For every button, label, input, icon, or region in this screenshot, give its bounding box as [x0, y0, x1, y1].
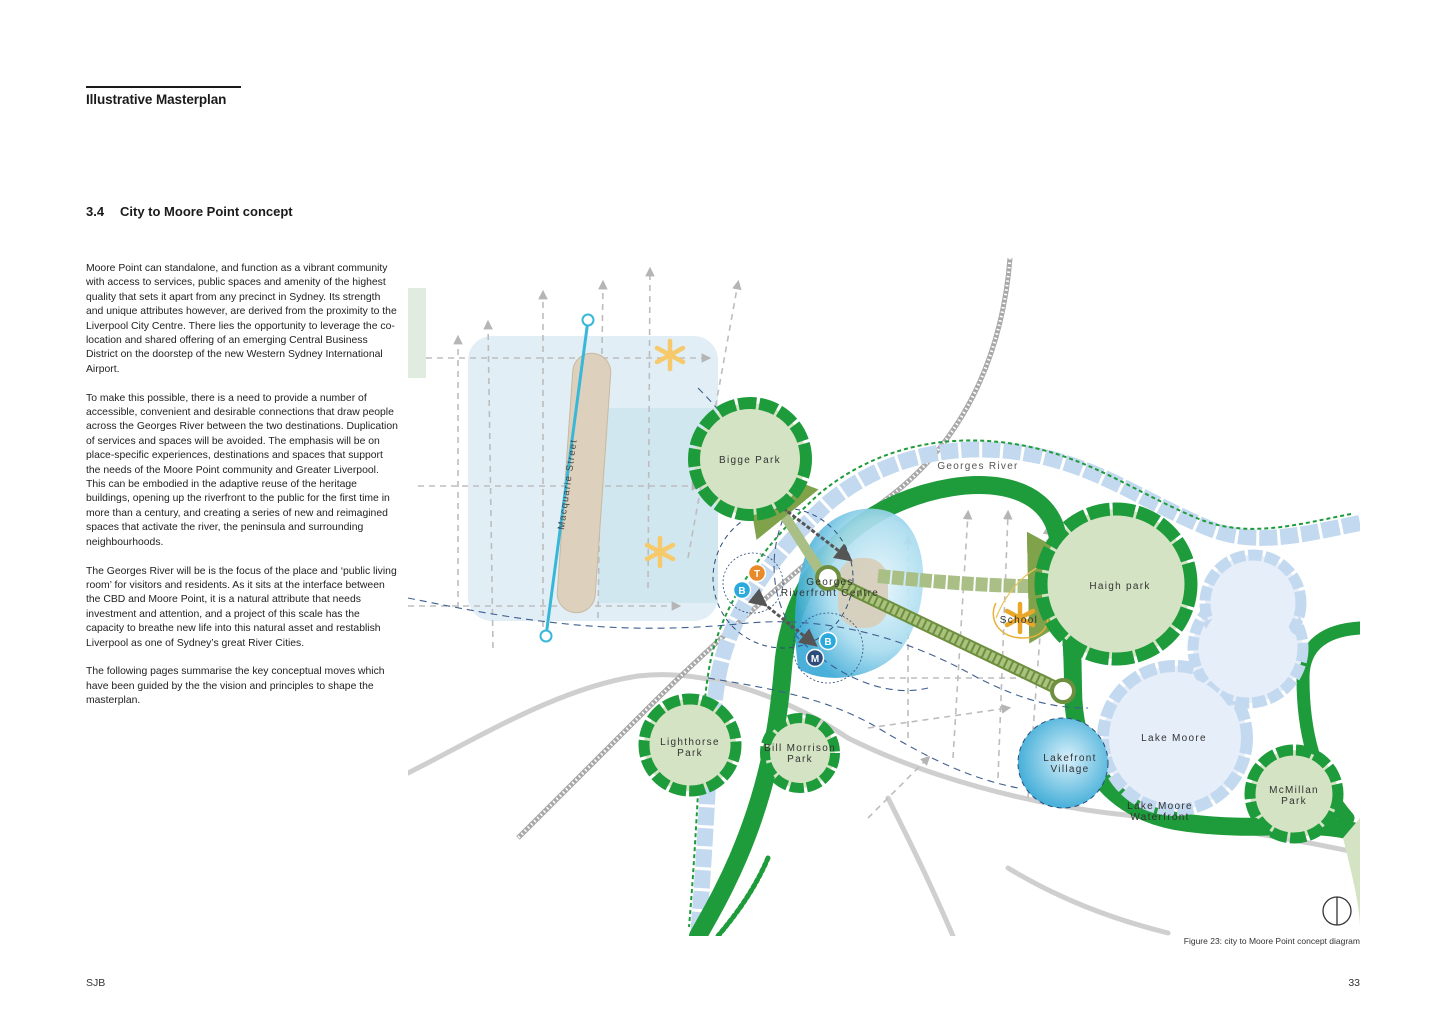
- park-haigh: [1034, 502, 1198, 666]
- body-paragraph: The Georges River will be is the focus o…: [86, 565, 397, 649]
- park-lighthorse: [638, 693, 742, 797]
- park-bill-morrison: [760, 713, 840, 793]
- figure-caption: Figure 23: city to Moore Point concept d…: [1183, 936, 1360, 946]
- label-lakefront-village-line1: Lakefront: [1043, 753, 1096, 764]
- green-wedge: [1343, 818, 1360, 928]
- label-haigh-park: Haigh park: [1089, 581, 1150, 592]
- page-number: 33: [1348, 977, 1360, 989]
- bus-icon: B: [818, 631, 838, 651]
- railway-line: [516, 258, 1013, 840]
- section-title: City to Moore Point concept: [120, 204, 293, 219]
- park-mcmillan: [1244, 744, 1344, 844]
- label-lighthorse-park-line1: Lighthorse: [660, 737, 720, 748]
- label-lakefront-village-line2: Village: [1051, 764, 1090, 775]
- cross-river-arrows: [748, 493, 853, 647]
- section-number: 3.4: [86, 204, 105, 219]
- section-heading: 3.4 City to Moore Point concept: [86, 204, 293, 219]
- bus-badge-label: B: [738, 586, 745, 597]
- footer-brand: SJB: [86, 977, 106, 989]
- georges-river: [688, 439, 1360, 936]
- label-riverfront-centre-line1: Georges: [806, 577, 853, 588]
- label-lighthorse-park-line2: Park: [677, 748, 703, 759]
- lake-moore: [1097, 549, 1309, 816]
- label-bigge-park: Bigge Park: [719, 455, 781, 466]
- body-paragraph: To make this possible, there is a need t…: [86, 392, 398, 548]
- page-header-title: Illustrative Masterplan: [86, 92, 227, 107]
- body-paragraph: Moore Point can standalone, and function…: [86, 263, 397, 375]
- body-text: Moore Point can standalone, and function…: [86, 262, 398, 723]
- body-paragraph: The following pages summarise the key co…: [86, 666, 385, 707]
- label-lake-moore-waterfront-line2: Waterfront: [1130, 812, 1189, 823]
- label-school: School: [1000, 615, 1038, 626]
- label-lake-moore-waterfront-line1: Lake Moore: [1127, 801, 1193, 812]
- metro-badge-label: M: [811, 654, 819, 665]
- label-mcmillan-park-line1: McMillan: [1269, 785, 1319, 796]
- metro-icon: M: [805, 648, 825, 668]
- label-bill-morrison-park-line2: Park: [787, 754, 813, 765]
- movement-grid: [408, 266, 1053, 819]
- label-georges-river: Georges River: [937, 461, 1018, 472]
- label-lake-moore: Lake Moore: [1141, 733, 1207, 744]
- park-bigge: [688, 397, 812, 521]
- train-badge-label: T: [754, 569, 760, 580]
- header-rule: [86, 86, 241, 88]
- label-riverfront-centre-line2: Riverfront Centre: [781, 588, 879, 599]
- bus-badge-label: B: [824, 637, 831, 648]
- bus-icon: B: [732, 580, 752, 600]
- star-icon: [644, 535, 676, 569]
- concept-diagram: Macquarie Street: [408, 258, 1360, 936]
- label-bill-morrison-park-line1: Bill Morrison: [764, 743, 836, 754]
- north-arrow-icon: [1322, 896, 1352, 926]
- star-icon: [1004, 601, 1036, 635]
- lakefront-village: [1017, 717, 1109, 809]
- star-icon: [654, 338, 686, 372]
- label-mcmillan-park-line2: Park: [1281, 796, 1307, 807]
- train-icon: T: [747, 563, 767, 583]
